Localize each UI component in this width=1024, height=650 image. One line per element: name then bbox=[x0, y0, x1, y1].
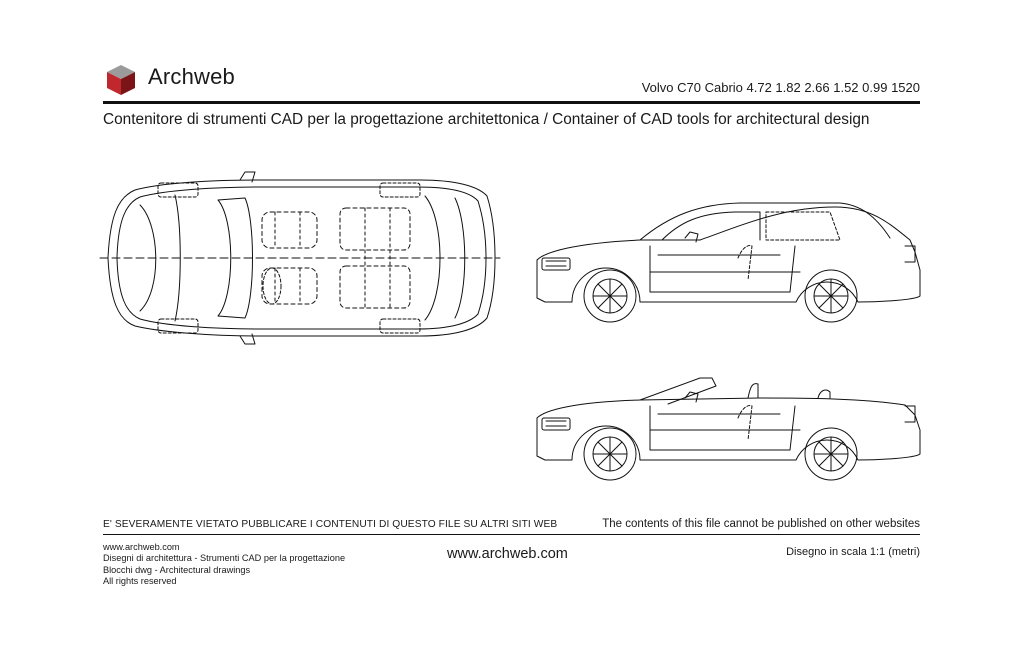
car-top-view bbox=[99, 171, 501, 345]
footer-url[interactable]: www.archweb.com bbox=[447, 546, 568, 562]
footer-info: www.archweb.com Disegni di architettura … bbox=[103, 542, 345, 588]
footer-line: Disegni di architettura - Strumenti CAD … bbox=[103, 553, 346, 564]
red-cube-icon bbox=[107, 65, 135, 95]
page-subtitle: Contenitore di strumenti CAD per la prog… bbox=[103, 111, 870, 128]
footer-line: www.archweb.com bbox=[103, 542, 180, 552]
notice-english: The contents of this file cannot be publ… bbox=[602, 518, 920, 530]
footer-rule bbox=[103, 534, 920, 535]
footer-line: Blocchi dwg - Architectural drawings bbox=[103, 564, 251, 575]
scale-note: Disegno in scala 1:1 (metri) bbox=[786, 546, 920, 558]
brand-name: Archweb bbox=[148, 64, 235, 89]
car-side-view-convertible bbox=[536, 377, 921, 481]
footer-line: All rights reserved bbox=[103, 576, 177, 587]
notice-italian: E' SEVERAMENTE VIETATO PUBBLICARE I CONT… bbox=[103, 519, 558, 530]
model-info: Volvo C70 Cabrio 4.72 1.82 2.66 1.52 0.9… bbox=[641, 80, 920, 95]
car-side-view-hardtop bbox=[536, 202, 921, 323]
header-rule bbox=[103, 101, 920, 104]
